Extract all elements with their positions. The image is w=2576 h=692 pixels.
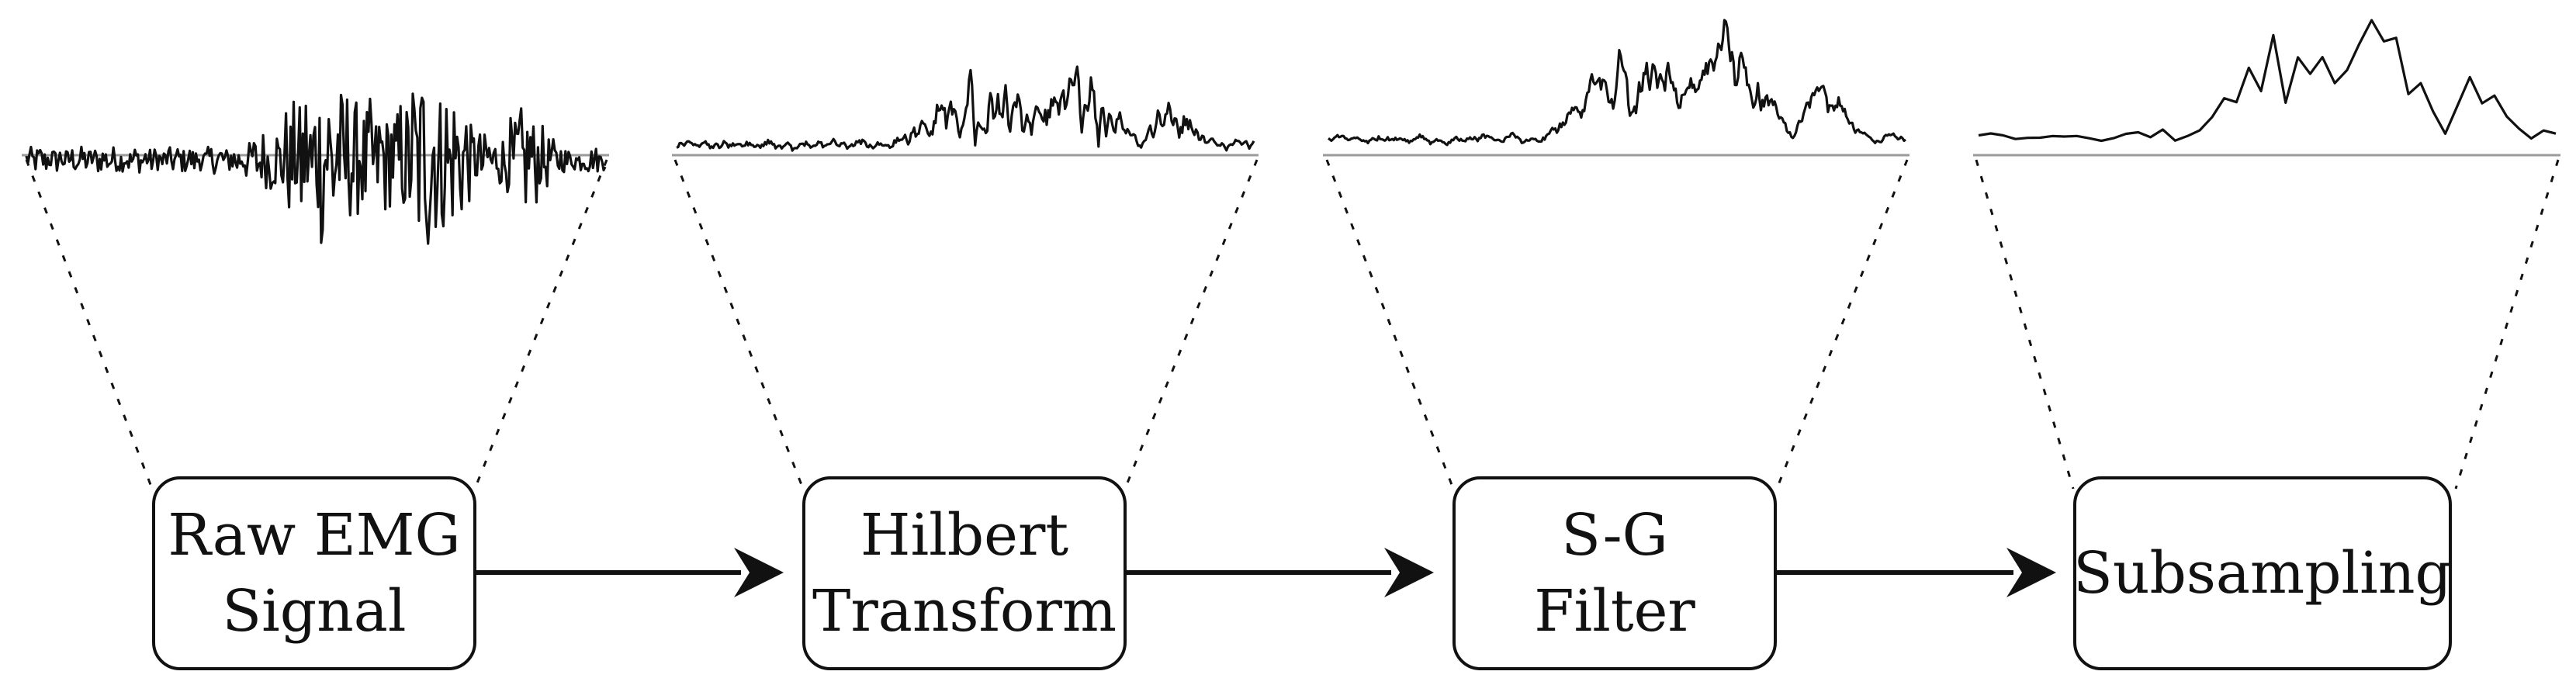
connector-sg-left [1325,159,1455,490]
stage-label-line: Signal [222,578,407,645]
stage-label-line: Raw EMG [168,502,461,569]
connector-hilbert-right [1124,159,1259,490]
stage-label-line: Transform [812,578,1117,645]
waveform-panel-raw [22,92,609,245]
stage-box-sg-filter: S-G Filter [1452,476,1777,670]
connector-raw-left [25,159,154,490]
waveform-raw [25,92,607,245]
stage-box-raw-emg-signal: Raw EMG Signal [152,476,476,670]
connector-subsampling-left [1975,159,2075,490]
arrowhead [1384,548,1434,597]
stage-label-line: Filter [1534,578,1695,645]
stage-label-line: Subsampling [2073,540,2452,607]
waveform-hilbert [676,65,1255,152]
zoom-connectors [25,159,2560,490]
stage-label-line: Hilbert [860,502,1069,569]
waveform-sg [1328,19,1906,147]
waveform-panel-sg [1323,19,1909,157]
waveform-subsampled [1978,19,2557,143]
connector-raw-right [473,159,608,490]
connector-subsampling-right [2454,159,2560,490]
flow-arrows [475,548,2056,597]
waveform-panel-hilbert [672,65,1259,157]
stage-box-hilbert-transform: Hilbert Transform [802,476,1127,670]
arrowhead [734,548,784,597]
waveform-panel-subsampled [1973,19,2560,157]
stage-label-line: S-G [1561,502,1668,569]
connector-hilbert-left [673,159,805,490]
stage-box-subsampling: Subsampling [2073,476,2452,670]
connector-sg-right [1775,159,1909,490]
arrowhead [2006,548,2056,597]
